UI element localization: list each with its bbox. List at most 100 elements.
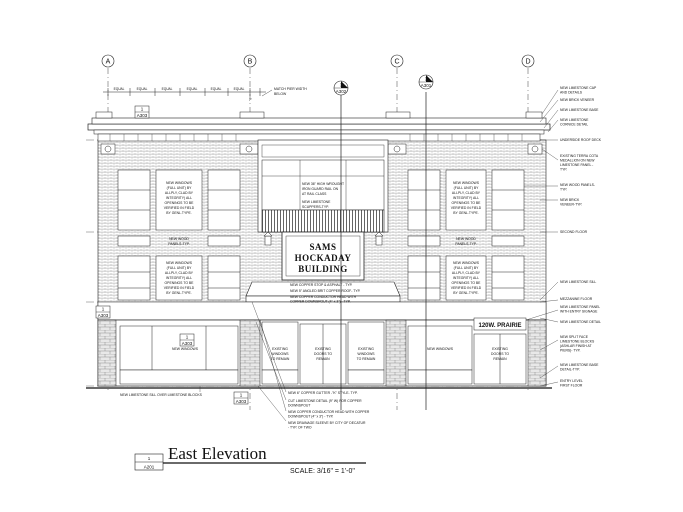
svg-text:COPPER DOWNSPOUT (4" x 3") - T: COPPER DOWNSPOUT (4" x 3") - TYP.	[290, 300, 351, 304]
section-tag-3-a302: 3 A302	[333, 80, 349, 96]
svg-text:OPENINGS TO BE: OPENINGS TO BE	[165, 201, 195, 205]
svg-text:BY GENL.TYPE.: BY GENL.TYPE.	[453, 211, 478, 215]
svg-text:A303: A303	[182, 341, 193, 346]
svg-text:1: 1	[141, 107, 144, 112]
window-notes: NEW WINDOWS (FULL UNIT) BY ALLPLY, CLAD …	[164, 181, 482, 295]
svg-text:VERIFIED IN FIELD: VERIFIED IN FIELD	[451, 206, 482, 210]
sign-text: BUILDING	[298, 264, 348, 274]
svg-text:NEW COPPER CONDUCTOR HEAD WITH: NEW COPPER CONDUCTOR HEAD WITH COPPER	[288, 410, 370, 414]
svg-text:DOORS TO: DOORS TO	[314, 352, 332, 356]
window-note: NEW WINDOWS (FULL UNIT) BY ALLPLY, CLAD …	[164, 261, 195, 295]
svg-text:SCUPPERS-TYP.: SCUPPERS-TYP.	[302, 205, 329, 209]
gridline-bubbles: A B C D	[101, 54, 535, 68]
svg-text:NEW WOOD: NEW WOOD	[169, 237, 189, 241]
address-signage: 120W. PRAIRIE	[478, 323, 521, 329]
svg-text:UNDERSIDE ROOF DECK: UNDERSIDE ROOF DECK	[560, 138, 602, 142]
bottom-note: NEW LIMESTONE SILL OVER LIMESTONE BLOCKS	[120, 393, 203, 397]
sign-text: SAMS	[309, 242, 336, 252]
svg-text:LIMESTONE BLOCKS: LIMESTONE BLOCKS	[560, 340, 595, 344]
svg-text:NEW LIMESTONE BASE: NEW LIMESTONE BASE	[560, 108, 599, 112]
svg-text:NEW WINDOWS: NEW WINDOWS	[172, 347, 199, 351]
svg-text:MEDALLION ON NEW: MEDALLION ON NEW	[560, 159, 595, 163]
right-note: NEW BRICK VENEER	[560, 98, 595, 102]
svg-text:WINDOWS: WINDOWS	[357, 352, 375, 356]
svg-text:NEW WOOD: NEW WOOD	[456, 237, 476, 241]
right-note: NEW LIMESTONE DETAIL	[560, 320, 601, 324]
section-markers: 3 A302 3 A301	[333, 74, 434, 410]
svg-text:MEZZANINE FLOOR: MEZZANINE FLOOR	[560, 297, 593, 301]
svg-text:NEW COPPER CONDUCTOR HEAD WITH: NEW COPPER CONDUCTOR HEAD WITH	[290, 295, 357, 299]
svg-text:NEW LIMESTONE: NEW LIMESTONE	[560, 118, 589, 122]
svg-text:NEW LIMESTONE BASE: NEW LIMESTONE BASE	[560, 363, 599, 367]
svg-text:DOORS TO: DOORS TO	[491, 352, 509, 356]
svg-text:A303: A303	[137, 113, 148, 118]
svg-text:DOWNSPOUT (4" x 3") - TYP.: DOWNSPOUT (4" x 3") - TYP.	[288, 415, 334, 419]
svg-text:NEW WOOD PANELS-: NEW WOOD PANELS-	[560, 183, 595, 187]
section-tag-3-a301: 3 A301	[418, 74, 434, 90]
window-note: NEW WINDOWS (FULL UNIT) BY ALLPLY, CLAD …	[451, 261, 482, 295]
svg-text:PIERS)- TYP.: PIERS)- TYP.	[560, 349, 581, 353]
dim-label: 7"	[249, 98, 252, 102]
gridline-d: D	[521, 54, 535, 68]
svg-text:1: 1	[102, 307, 105, 312]
svg-text:NEW LIMESTONE: NEW LIMESTONE	[302, 200, 331, 204]
svg-text:BY GENL.TYPE.: BY GENL.TYPE.	[166, 291, 191, 295]
svg-text:NEW LIMESTONE CAP: NEW LIMESTONE CAP	[560, 86, 597, 90]
right-note: NEW LIMESTONE SILL	[560, 280, 596, 284]
svg-text:NEW LIMESTONE DETAIL: NEW LIMESTONE DETAIL	[560, 320, 601, 324]
svg-text:D: D	[525, 59, 530, 66]
panel-note: NEW WOOD PANELS-TYP.	[455, 237, 477, 246]
svg-text:TO REMAIN: TO REMAIN	[357, 357, 376, 361]
svg-text:ALLPLY, CLAD BY: ALLPLY, CLAD BY	[452, 271, 481, 275]
right-note: UNDERSIDE ROOF DECK	[560, 138, 602, 142]
svg-text:EXISTING TERRA COTA: EXISTING TERRA COTA	[560, 154, 599, 158]
svg-text:NEW WINDOWS: NEW WINDOWS	[453, 181, 480, 185]
right-note: NEW LIMESTONE BASE	[560, 108, 599, 112]
dim-label: EQUAL	[162, 87, 173, 91]
right-note: NEW WOOD PANELS-TYP.	[560, 183, 595, 192]
svg-text:EXISTING: EXISTING	[492, 347, 508, 351]
svg-text:1: 1	[148, 456, 151, 461]
dim-label: EQUAL	[211, 87, 222, 91]
gridline-a: A	[101, 54, 115, 68]
svg-text:(FULL UNIT) BY: (FULL UNIT) BY	[454, 186, 479, 190]
building: SAMS HOCKADAY BUILDING	[86, 111, 552, 389]
svg-text:INTEGRITY) ALL: INTEGRITY) ALL	[166, 276, 192, 280]
svg-text:3: 3	[425, 77, 428, 82]
svg-text:NEW WINDOWS: NEW WINDOWS	[427, 347, 454, 351]
svg-text:3: 3	[340, 83, 343, 88]
svg-text:PANELS-TYP.: PANELS-TYP.	[455, 242, 477, 246]
svg-text:FIRST FLOOR: FIRST FLOOR	[560, 384, 583, 388]
svg-text:WITH ENTRY SIGNAGE: WITH ENTRY SIGNAGE	[560, 310, 598, 314]
dim-label: EQUAL	[114, 87, 125, 91]
svg-text:OPENINGS TO BE: OPENINGS TO BE	[165, 281, 195, 285]
svg-text:A301: A301	[421, 83, 432, 88]
svg-text:VERIFIED IN FIELD: VERIFIED IN FIELD	[164, 286, 195, 290]
svg-text:NEW WINDOWS: NEW WINDOWS	[166, 181, 193, 185]
bottom-notes: NEW LIMESTONE SILL OVER LIMESTONE BLOCKS…	[120, 301, 370, 430]
window-note: NEW WINDOWS (FULL UNIT) BY ALLPLY, CLAD …	[451, 181, 482, 215]
svg-text:EXISTING: EXISTING	[358, 347, 374, 351]
svg-text:NEW WINDOWS: NEW WINDOWS	[166, 261, 193, 265]
gridline-b: B	[243, 54, 257, 68]
note-top: MATCH PIER WIDTH	[274, 87, 307, 91]
svg-text:- TYP. OF TWO: - TYP. OF TWO	[288, 426, 312, 430]
svg-text:NEW 36" HIGH WROUGHT: NEW 36" HIGH WROUGHT	[302, 182, 344, 186]
dim-label: EQUAL	[234, 87, 245, 91]
svg-text:NEW SPLIT FACE: NEW SPLIT FACE	[560, 335, 589, 339]
sign-text: HOCKADAY	[295, 253, 352, 263]
svg-text:A303: A303	[236, 399, 247, 404]
center-notes: NEW 36" HIGH WROUGHT IRON GUARD RAIL ON …	[290, 182, 361, 304]
svg-text:A: A	[106, 59, 111, 66]
svg-text:WINDOWS: WINDOWS	[271, 352, 289, 356]
bottom-note: NEW COPPER CONDUCTOR HEAD WITH COPPERDOW…	[288, 410, 370, 419]
svg-text:A303: A303	[98, 313, 109, 318]
svg-text:AT RAIL CLASS: AT RAIL CLASS	[302, 192, 327, 196]
